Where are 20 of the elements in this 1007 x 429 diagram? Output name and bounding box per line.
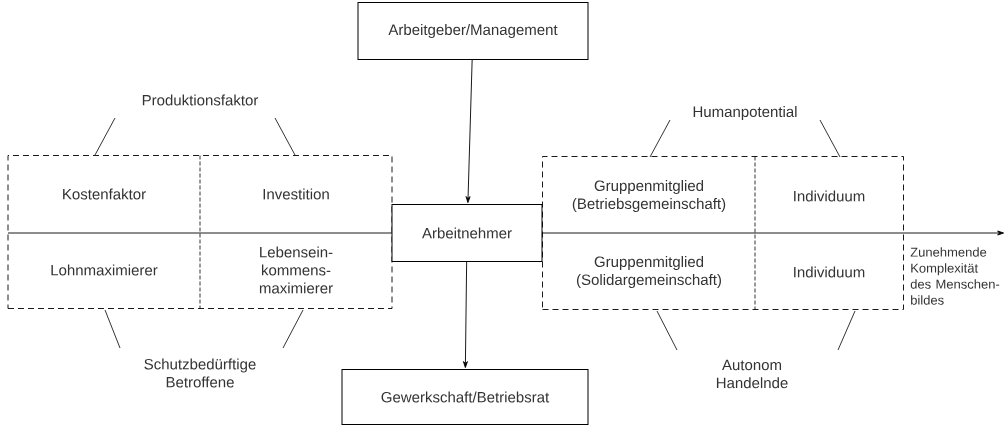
dashed-frame bbox=[7, 155, 393, 309]
process-box: Arbeitgeber/Management bbox=[357, 2, 589, 60]
cell-text: Investition bbox=[263, 188, 329, 200]
arrow bbox=[462, 261, 468, 369]
process-box: Gewerkschaft/Betriebsrat bbox=[341, 369, 589, 425]
group-label: Humanpotential bbox=[693, 106, 797, 120]
cell-text: Gruppenmitglied (Betriebsgemeinschaft) bbox=[572, 180, 726, 212]
group-label: Produktionsfaktor bbox=[142, 94, 259, 106]
cell-text: Kostenfaktor bbox=[63, 188, 146, 200]
group-label: Schutzbedürftige Betroffene bbox=[144, 358, 256, 388]
cell-text: Individuum bbox=[794, 266, 865, 278]
cell-text: Gruppenmitglied (Solidargemeinschaft) bbox=[577, 256, 721, 288]
cell-text: Lebensein- kommens- maximierer bbox=[259, 246, 333, 294]
process-box: Arbeitnehmer bbox=[391, 204, 543, 262]
cell-text: Lohnmaximierer bbox=[51, 264, 158, 276]
axis-label: Zunehmende Komplexität des Menschen- bildes bbox=[910, 247, 1000, 305]
arrow bbox=[465, 59, 473, 204]
dashed-frame bbox=[542, 156, 904, 310]
group-label: Autonom Handelnde bbox=[716, 359, 788, 389]
cell-text: Individuum bbox=[794, 190, 865, 202]
